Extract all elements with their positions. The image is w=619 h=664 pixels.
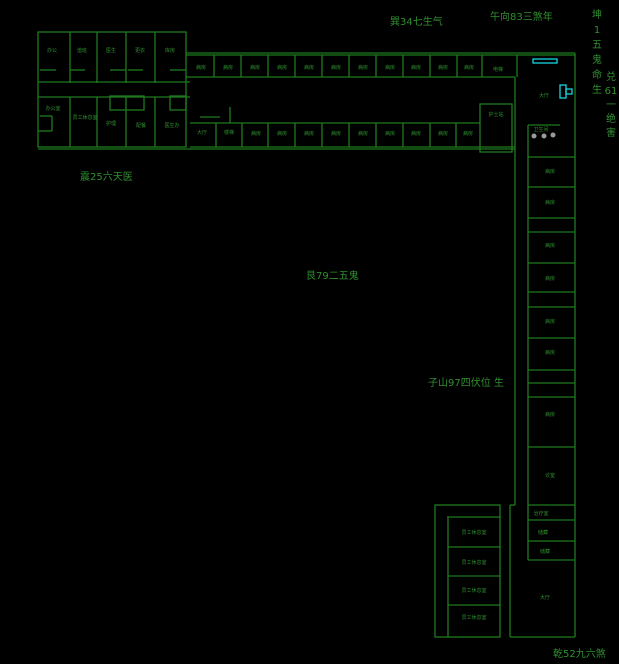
annotation-vertical-char: 一 xyxy=(606,100,616,111)
walls xyxy=(37,31,576,638)
annotation-vertical-char: 61 xyxy=(605,86,618,97)
room-label: 大厅 xyxy=(539,92,549,99)
annotation-left: 震25六天医 xyxy=(80,171,133,183)
annotation-vertical-char: 生 xyxy=(592,83,602,96)
room-label: 病房 xyxy=(304,130,314,137)
room-label: 病房 xyxy=(438,130,448,137)
room-label: 更衣 xyxy=(135,47,145,54)
annotation-bottom: 乾52九六煞 xyxy=(553,647,606,660)
room-label: 治疗室 xyxy=(533,510,548,517)
room-label: 储藏 xyxy=(538,529,548,536)
room-label: 大厅 xyxy=(197,129,207,136)
toilet-icon xyxy=(531,133,537,139)
room-label: 办公室 xyxy=(45,105,60,112)
annotation-vertical-char: 害 xyxy=(606,126,616,139)
annotation-center: 艮79二五鬼 xyxy=(306,269,359,282)
room-label: 大厅 xyxy=(540,594,550,601)
room-label: 病房 xyxy=(196,64,206,71)
room-labels: 办公值班医生更衣库房办公室员工休息室护理配餐医生办病房病房病房病房病房病房病房病… xyxy=(45,47,555,621)
room-label: 病房 xyxy=(331,130,341,137)
toilet-icon xyxy=(541,133,547,139)
annotation-vertical-char: 绝 xyxy=(606,112,616,125)
room-label: 值班 xyxy=(77,47,87,54)
room-label: 病房 xyxy=(251,130,261,137)
room-label: 病房 xyxy=(464,64,474,71)
annotation-vertical-char: 1 xyxy=(594,25,600,36)
room-label: 病房 xyxy=(223,64,233,71)
bed-icon xyxy=(532,58,558,64)
room-label: 病房 xyxy=(277,130,287,137)
room-label: 办公 xyxy=(47,47,57,54)
room-label: 配餐 xyxy=(136,122,146,129)
equipment xyxy=(531,58,573,139)
annotation-vertical-char: 坤 xyxy=(592,8,602,21)
annotation-vertical-char: 鬼 xyxy=(592,53,602,66)
room-label: 医生 xyxy=(106,47,116,54)
annotation-lower-center: 子山97四伏位 生 xyxy=(428,376,504,389)
room-label: 病房 xyxy=(545,318,555,325)
room-label: 库房 xyxy=(165,47,175,54)
room-label: 员工休息室 xyxy=(461,529,486,536)
room-label: 病房 xyxy=(545,199,555,206)
room-label: 病房 xyxy=(545,349,555,356)
room-label: 病房 xyxy=(358,130,368,137)
room-label: 员工休息室 xyxy=(72,114,97,121)
room-label: 护理 xyxy=(106,120,116,127)
annotation-vertical-char: 命 xyxy=(592,68,602,81)
room-label: 储藏 xyxy=(540,548,550,555)
room-label: 病房 xyxy=(411,130,421,137)
annotation-top-left: 巽34七生气 xyxy=(390,15,443,28)
room-label: 楼梯 xyxy=(224,129,234,136)
room-label: 病房 xyxy=(277,64,287,71)
room-label: 病房 xyxy=(385,64,395,71)
room-label: 病房 xyxy=(438,64,448,71)
room-label: 病房 xyxy=(331,64,341,71)
room-label: 病房 xyxy=(385,130,395,137)
room-label: 电梯 xyxy=(493,66,503,73)
room-label: 医生办 xyxy=(164,122,179,129)
room-label: 诊室 xyxy=(545,472,555,479)
room-label: 员工休息室 xyxy=(461,559,486,566)
room-label: 病房 xyxy=(545,242,555,249)
annotation-vertical-char: 兑 xyxy=(606,70,616,83)
room-label: 病房 xyxy=(545,275,555,282)
room-label: 护士站 xyxy=(488,111,503,118)
room-label: 卫生间 xyxy=(533,126,548,133)
annotation-vertical-char: 五 xyxy=(592,40,602,51)
room-label: 病房 xyxy=(463,130,473,137)
door-icon xyxy=(559,84,567,99)
room-label: 病房 xyxy=(304,64,314,71)
room-label: 病房 xyxy=(545,411,555,418)
room-label: 病房 xyxy=(358,64,368,71)
room-label: 病房 xyxy=(411,64,421,71)
room-label: 员工休息室 xyxy=(461,587,486,594)
room-label: 病房 xyxy=(545,168,555,175)
room-label: 病房 xyxy=(250,64,260,71)
annotations: 巽34七生气 午向83三煞年 震25六天医 艮79二五鬼 子山97四伏位 生 乾… xyxy=(80,8,617,660)
room-label: 员工休息室 xyxy=(461,614,486,621)
annotation-top-right: 午向83三煞年 xyxy=(490,10,553,23)
toilet-icon xyxy=(550,132,556,138)
